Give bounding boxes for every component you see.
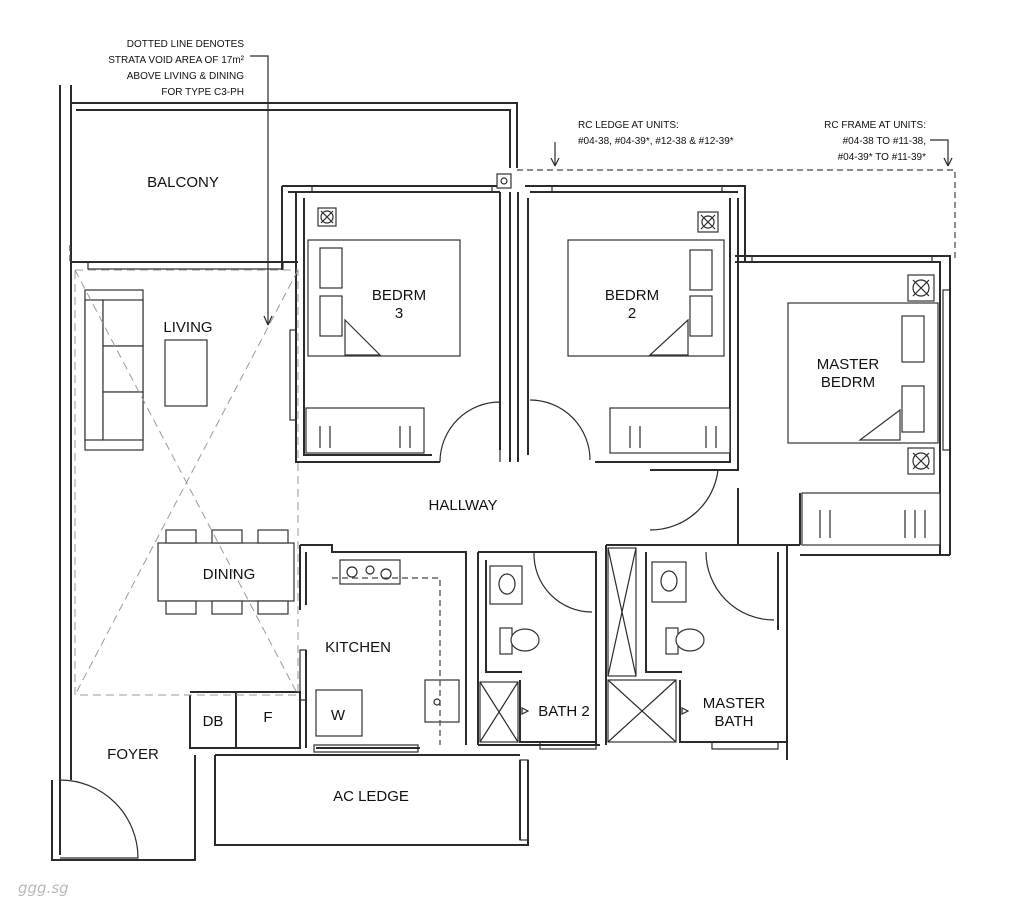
- leader-lines: [250, 55, 953, 326]
- rc-frame-note-line3: #04-39* TO #11-39*: [838, 152, 927, 163]
- label-master-bath-line2: BATH: [715, 713, 754, 730]
- label-fridge: F: [263, 709, 272, 726]
- master-bath-toilet: [675, 628, 705, 652]
- label-hallway: HALLWAY: [429, 497, 498, 514]
- rc-frame-note-line2: #04-38 TO #11-38,: [843, 136, 926, 147]
- label-dining: DINING: [203, 566, 256, 583]
- strata-void-note-line1: DOTTED LINE DENOTES: [127, 39, 245, 50]
- label-bedroom3-line1: BEDRM: [372, 287, 426, 304]
- label-foyer: FOYER: [107, 746, 159, 763]
- coffee-table: [164, 339, 208, 407]
- label-balcony: BALCONY: [147, 174, 219, 191]
- bedroom3-wardrobe: [305, 407, 425, 454]
- bath2-toilet: [510, 628, 540, 652]
- kitchen-stove: [339, 559, 401, 585]
- label-master-bedroom-line1: MASTER: [817, 356, 880, 373]
- kitchen-sink: [424, 679, 460, 723]
- strata-void-note-line3: ABOVE LIVING & DINING: [127, 71, 244, 82]
- furniture: [84, 207, 941, 743]
- rc-ledge-note-line2: #04-38, #04-39*, #12-38 & #12-39*: [578, 136, 734, 147]
- master-bath-basin: [651, 561, 687, 603]
- label-bath2: BATH 2: [538, 703, 589, 720]
- label-db: DB: [203, 713, 224, 730]
- label-living: LIVING: [163, 319, 212, 336]
- label-bedroom2-line2: 2: [628, 305, 636, 322]
- room-labels: BALCONY LIVING DINING KITCHEN FOYER DB F…: [107, 174, 879, 805]
- dining-table: [157, 542, 295, 602]
- label-washer: W: [331, 707, 346, 724]
- label-bedroom2-line1: BEDRM: [605, 287, 659, 304]
- annotation-notes: DOTTED LINE DENOTES STRATA VOID AREA OF …: [108, 39, 926, 163]
- master-wardrobe: [801, 492, 941, 546]
- master-bath-arrow-icon: [681, 707, 690, 715]
- rc-frame-note-line1: RC FRAME AT UNITS:: [824, 120, 926, 131]
- bedroom2-wardrobe: [609, 407, 731, 454]
- strata-void-note-line2: STRATA VOID AREA OF 17m²: [108, 55, 244, 66]
- windows: [87, 185, 951, 841]
- watermark: ggg.sg: [18, 879, 69, 897]
- label-master-bath-line1: MASTER: [703, 695, 766, 712]
- label-kitchen: KITCHEN: [325, 639, 391, 656]
- bath2-arrow-icon: [521, 707, 530, 715]
- label-bedroom3-line2: 3: [395, 305, 403, 322]
- rc-ledge-note-line1: RC LEDGE AT UNITS:: [578, 120, 679, 131]
- label-master-bedroom-line2: BEDRM: [821, 374, 875, 391]
- strata-void-note-line4: FOR TYPE C3-PH: [161, 87, 244, 98]
- doors: [59, 399, 775, 859]
- label-ac-ledge: AC LEDGE: [333, 788, 409, 805]
- bath2-basin: [489, 565, 523, 605]
- strata-void-outline: [69, 169, 956, 745]
